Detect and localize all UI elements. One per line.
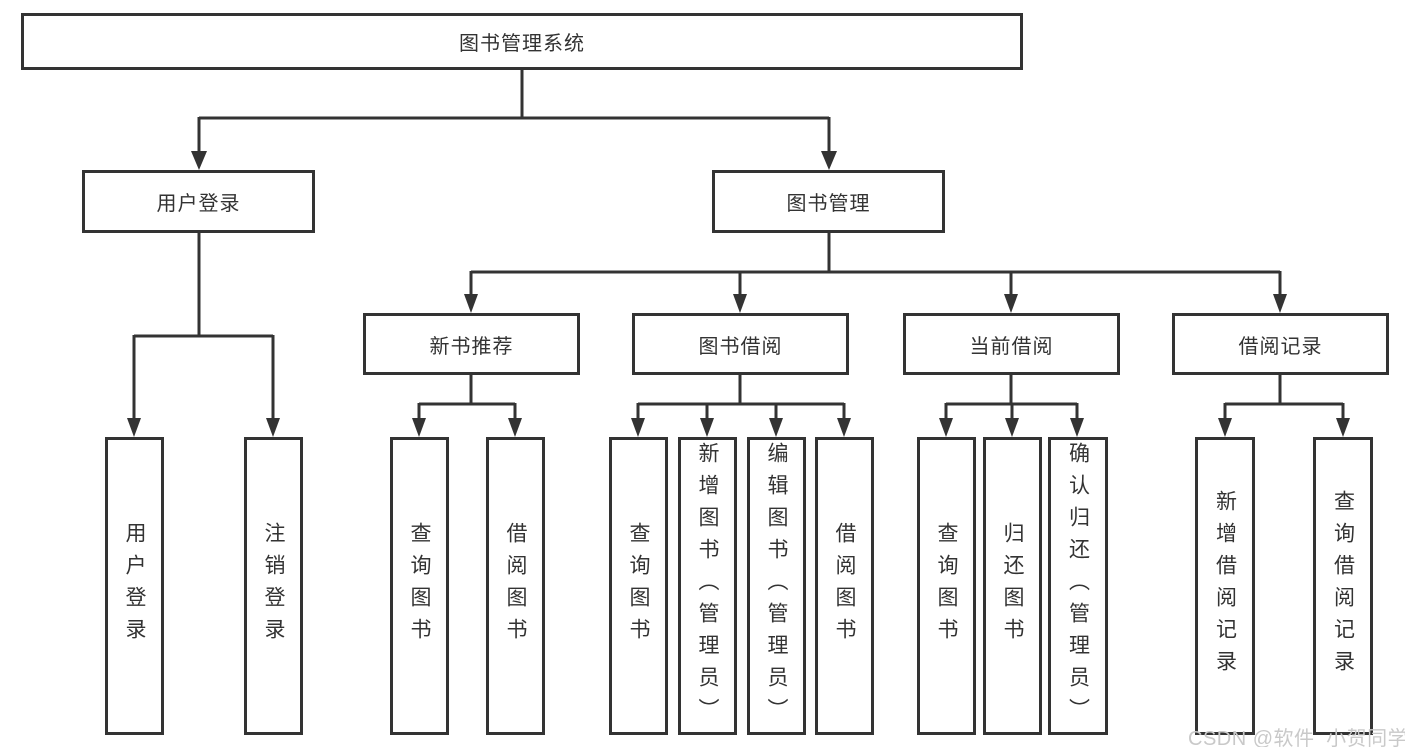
leaf-logout: 注销登录 <box>244 437 303 735</box>
leaf-label: 注销登录 <box>262 522 285 650</box>
leaf-label: 新增借阅记录 <box>1213 490 1237 682</box>
node-label: 借阅记录 <box>1238 335 1323 358</box>
node-label: 图书借阅 <box>698 335 783 358</box>
leaf-label: 借阅图书 <box>504 522 527 650</box>
leaf-label: 用户登录 <box>123 522 146 650</box>
arrowheads <box>127 151 1350 437</box>
elbow-connectors <box>132 69 1345 420</box>
leaf-edit-books-admin: 编辑图书（管理员） <box>747 437 806 735</box>
leaf-label: 归还图书 <box>1001 522 1024 650</box>
leaf-label: 查询图书 <box>627 522 650 650</box>
leaf-add-books-admin: 新增图书（管理员） <box>678 437 737 735</box>
node-user-login: 用户登录 <box>82 170 315 233</box>
node-book-management: 图书管理 <box>712 170 945 233</box>
node-current-borrow: 当前借阅 <box>903 313 1120 375</box>
leaf-borrow-books: 借阅图书 <box>815 437 874 735</box>
leaf-add-borrow-record: 新增借阅记录 <box>1195 437 1255 735</box>
node-label: 新书推荐 <box>429 335 514 358</box>
leaf-recommend-borrow-books: 借阅图书 <box>486 437 545 735</box>
node-borrow-records: 借阅记录 <box>1172 313 1389 375</box>
csdn-watermark: CSDN @软件_小贺同学 <box>1188 728 1405 747</box>
leaf-recommend-query-books: 查询图书 <box>390 437 449 735</box>
node-label: 当前借阅 <box>969 335 1054 358</box>
leaf-query-borrow-record: 查询借阅记录 <box>1313 437 1373 735</box>
leaf-label: 查询图书 <box>935 522 958 650</box>
node-new-book-recommend: 新书推荐 <box>363 313 580 375</box>
leaf-label: 新增图书（管理员） <box>696 442 719 730</box>
node-label: 图书管理 <box>786 193 871 215</box>
leaf-user-login: 用户登录 <box>105 437 164 735</box>
leaf-label: 查询图书 <box>408 522 431 650</box>
node-book-borrow: 图书借阅 <box>632 313 849 375</box>
node-label: 用户登录 <box>156 193 241 215</box>
leaf-label: 查询借阅记录 <box>1331 490 1355 682</box>
leaf-return-books: 归还图书 <box>983 437 1042 735</box>
node-library-management-system: 图书管理系统 <box>21 13 1023 70</box>
leaf-confirm-return-admin: 确认归还（管理员） <box>1048 437 1108 735</box>
leaf-borrow-query-books: 查询图书 <box>609 437 668 735</box>
leaf-label: 编辑图书（管理员） <box>765 442 788 730</box>
node-label: 图书管理系统 <box>459 33 585 55</box>
leaf-label: 借阅图书 <box>833 522 856 650</box>
leaf-label: 确认归还（管理员） <box>1066 442 1090 730</box>
leaf-current-query-books: 查询图书 <box>917 437 976 735</box>
